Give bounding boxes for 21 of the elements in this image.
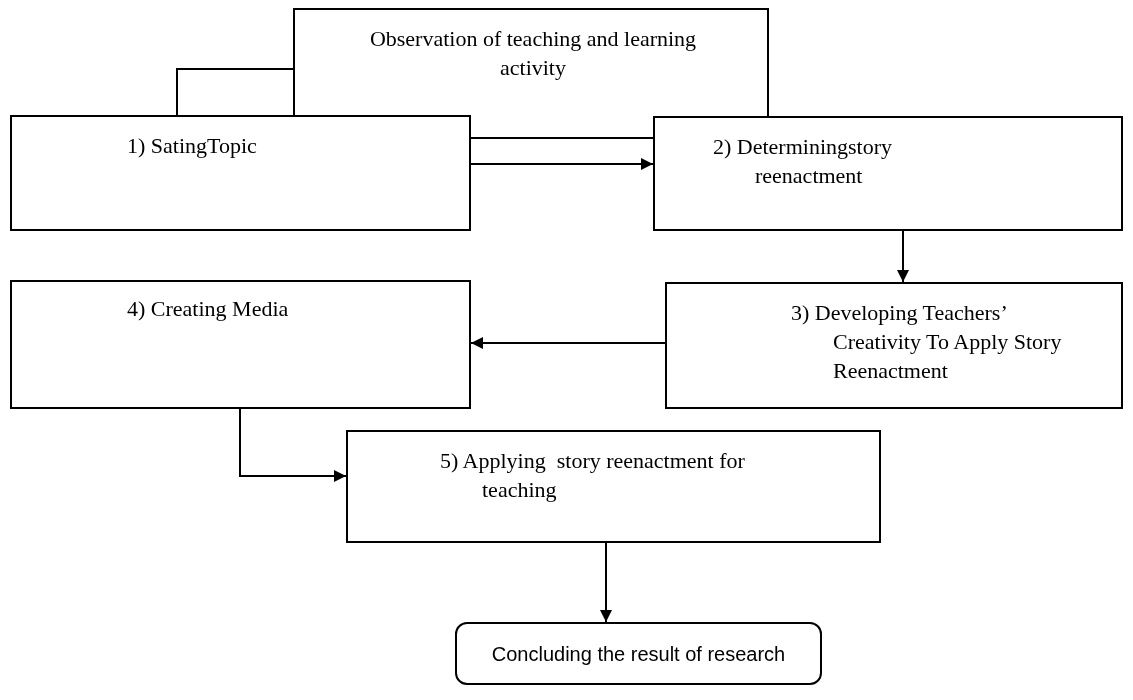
- connector-line: [176, 68, 294, 116]
- process-box: [346, 430, 881, 543]
- arrow: [470, 337, 666, 349]
- terminal-box: [455, 622, 822, 685]
- process-box: [653, 116, 1123, 231]
- observation-box: [293, 8, 769, 116]
- process-box: [10, 280, 471, 409]
- node-text: 3) Developing Teachers’ Creativity To Apply Story Reenactment: [791, 299, 1063, 385]
- node-text: 5) Applying story reenactment for teaching: [440, 447, 746, 504]
- connector-line: [470, 137, 654, 139]
- process-box: [10, 115, 471, 231]
- node-text: 4) Creating Media: [127, 295, 290, 323]
- node-text: 2) Determiningstory reenactment: [713, 133, 894, 190]
- node-text: 1) SatingTopic: [127, 132, 258, 160]
- process-box: [665, 282, 1123, 409]
- arrow: [239, 408, 347, 482]
- arrow: [897, 230, 909, 283]
- arrow: [600, 542, 612, 623]
- node-text: Concluding the result of research: [490, 642, 787, 667]
- node-text: Observation of teaching and learning activity: [368, 25, 698, 82]
- arrow: [470, 158, 654, 170]
